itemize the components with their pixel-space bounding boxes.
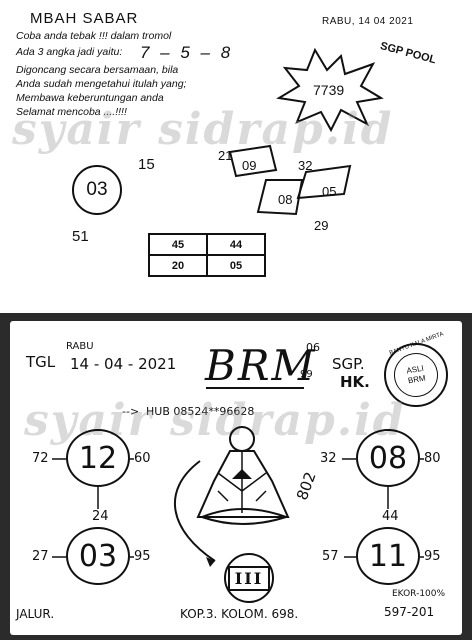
- diamond-bottom-number: 29: [314, 218, 329, 233]
- hk-label: HK.: [340, 373, 370, 391]
- diamond-number: 32: [298, 158, 313, 173]
- circle-right-number: 95: [134, 549, 151, 564]
- diamond-grid: [228, 144, 352, 216]
- hub-contact: HUB 08524**96628: [146, 405, 255, 418]
- circle-below-number: 44: [382, 509, 399, 524]
- grid-cell: 05: [206, 254, 266, 277]
- intro-line: Digoncang secara bersamaan, bila: [16, 64, 179, 76]
- circle-number: 03: [72, 165, 122, 215]
- intro-line: Selamat mencoba ....!!!!: [16, 106, 127, 118]
- card-date: 14 - 04 - 2021: [70, 355, 177, 373]
- number-grid: 45 44 20 05: [148, 233, 266, 277]
- roman-circle: III: [224, 553, 274, 603]
- connector-lines: [52, 458, 424, 567]
- kop-kolom-label: KOP.3. KOLOM. 698.: [180, 607, 299, 621]
- top-panel: MBAH SABAR RABU, 14 04 2021 Coba anda te…: [0, 0, 472, 300]
- meditating-monk-illustration: [196, 426, 290, 525]
- grid-cell: 20: [148, 254, 208, 277]
- grid-cell: 44: [206, 233, 266, 256]
- hub-arrow: -->: [122, 405, 140, 418]
- ekor-label: EKOR-100%: [392, 589, 446, 599]
- intro-line: Membawa keberuntungan anda: [16, 92, 164, 104]
- intro-line: Ada 3 angka jadi yaitu:: [16, 46, 123, 58]
- brand-underline: [206, 387, 304, 389]
- brand-superscript: 06: [306, 341, 320, 354]
- diamond-number: 09: [242, 158, 257, 173]
- number-circle: 08: [356, 429, 420, 487]
- diamond-box: [256, 179, 304, 216]
- top-date: RABU, 14 04 2021: [322, 16, 414, 27]
- diamond-number: 08: [278, 192, 293, 207]
- prediction-card: TGL RABU 14 - 04 - 2021 BRM 06 99 SGP. H…: [10, 321, 462, 635]
- diamond-left-number: 21: [218, 148, 233, 163]
- diamond-box: [228, 144, 278, 178]
- number-circle: 03: [66, 527, 130, 585]
- circle-left-number: 27: [32, 549, 49, 564]
- sgp-label: SGP.: [332, 355, 365, 373]
- circle-top-right-number: 15: [138, 156, 155, 173]
- starburst-shape: [276, 48, 384, 133]
- circle-below-number: 24: [92, 509, 109, 524]
- circle-left-number: 32: [320, 451, 337, 466]
- intro-line: Anda sudah mengetahui itulah yang;: [16, 78, 187, 90]
- burst-number: 7739: [313, 82, 345, 98]
- brand-title: BRM: [205, 341, 317, 390]
- circle-left-number: 57: [322, 549, 339, 564]
- circle-right-number: 60: [134, 451, 151, 466]
- bottom-panel: TGL RABU 14 - 04 - 2021 BRM 06 99 SGP. H…: [0, 313, 472, 640]
- intro-line: Coba anda tebak !!! dalam tromol: [16, 30, 172, 42]
- grid-cell: 45: [148, 233, 208, 256]
- circle-right-number: 95: [424, 549, 441, 564]
- jalur-label: JALUR.: [16, 607, 55, 621]
- tgl-label: TGL: [26, 353, 56, 371]
- stamp-seal: BANYU KALA MIRTA ASLI BRM: [384, 331, 448, 407]
- day-label: RABU: [66, 341, 94, 352]
- watermark: syair sidrap.id: [12, 104, 394, 155]
- circle-left-number: 72: [32, 451, 49, 466]
- three-digits: 7 – 5 – 8: [140, 43, 234, 62]
- number-circle: 12: [66, 429, 130, 487]
- pool-label: SGP POOL: [378, 40, 438, 67]
- page-title: MBAH SABAR: [30, 10, 139, 27]
- brand-subscript: 99: [300, 369, 313, 380]
- circle-bottom-left-number: 51: [72, 228, 89, 245]
- combo-number: 597-201: [384, 605, 435, 619]
- roman-numeral: III: [227, 565, 271, 591]
- diamond-number: 05: [322, 184, 337, 199]
- circle-right-number: 80: [424, 451, 441, 466]
- number-circle: 11: [356, 527, 420, 585]
